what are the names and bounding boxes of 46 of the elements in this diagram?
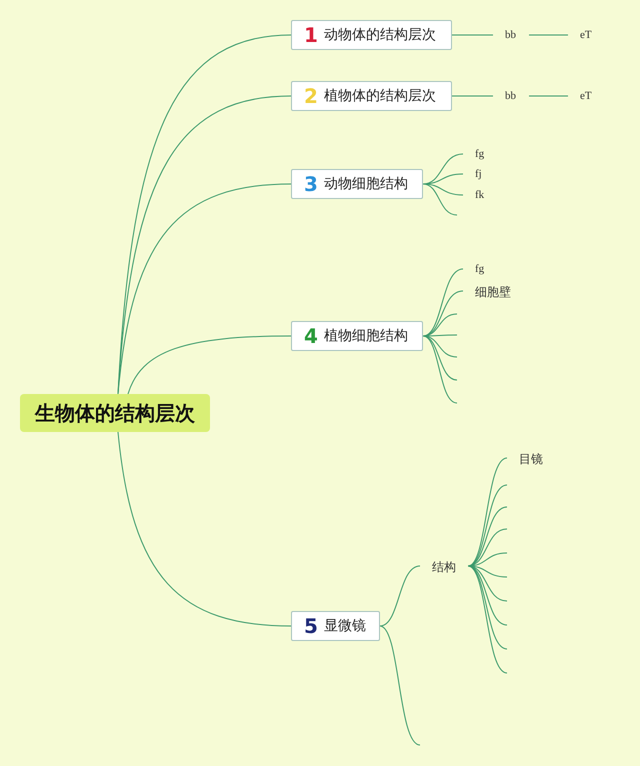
- topic-box: [291, 20, 452, 50]
- branch-line: [118, 432, 292, 626]
- topic-title: 动物细胞结构: [324, 175, 408, 193]
- topic-box: [291, 611, 380, 641]
- branch-line: [468, 566, 508, 650]
- topic-title: 植物体的结构层次: [324, 87, 436, 105]
- branch-line: [128, 336, 292, 394]
- branch-line: [528, 34, 568, 36]
- subtopic-label: 结构: [420, 559, 468, 573]
- subtopic-label: eT: [568, 28, 604, 42]
- branch-line: [422, 184, 458, 216]
- branch-line: [468, 566, 508, 674]
- subtopic-label: 目镜: [507, 451, 555, 465]
- branch-line: [468, 458, 508, 566]
- subtopic-label: fg: [463, 147, 497, 161]
- branch-line: [422, 184, 464, 196]
- topic-box: [291, 169, 423, 199]
- topic-number: 1: [304, 25, 318, 45]
- topic-number: 3: [304, 174, 318, 194]
- subtopic-label: bb: [493, 89, 529, 103]
- topic-number: 2: [304, 86, 318, 106]
- topic-title: 植物细胞结构: [324, 327, 408, 345]
- central-topic: 生物体的结构层次: [20, 394, 210, 432]
- subtopic-label: bb: [493, 28, 529, 42]
- branch-line: [380, 566, 420, 626]
- branch-line: [468, 566, 508, 602]
- subtopic-label: fj: [463, 167, 497, 181]
- subtopic-label: 细胞壁: [463, 284, 525, 298]
- branch-line: [118, 184, 292, 394]
- topic-title: 显微镜: [324, 617, 366, 635]
- branch-line: [468, 528, 508, 566]
- branch-line: [468, 484, 508, 566]
- branch-line: [422, 290, 464, 336]
- subtopic-label: fg: [463, 262, 497, 276]
- branch-line: [422, 336, 458, 358]
- branch-line: [452, 34, 494, 36]
- topic-title: 动物体的结构层次: [324, 26, 436, 44]
- subtopic-label: eT: [568, 89, 604, 103]
- topic-box: [291, 321, 423, 351]
- subtopic-label: fk: [463, 188, 497, 202]
- topic-number: 5: [304, 616, 318, 636]
- branch-line: [422, 336, 458, 404]
- topic-number: 4: [304, 326, 318, 346]
- branch-line: [468, 566, 508, 578]
- topic-box: [291, 81, 452, 111]
- branch-line: [380, 626, 420, 746]
